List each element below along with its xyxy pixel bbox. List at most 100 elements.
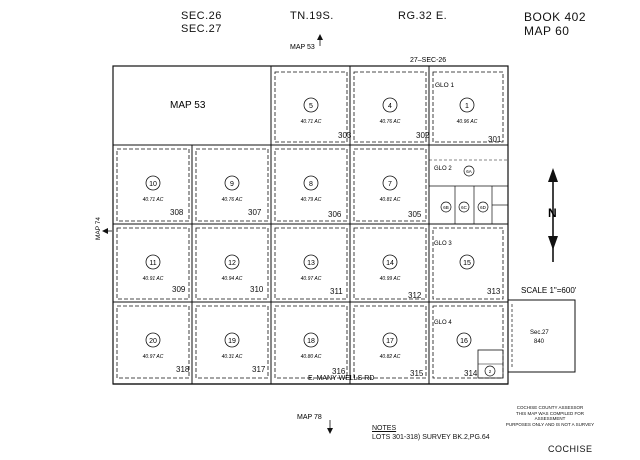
glo-1-label: GLO 1 <box>435 82 455 89</box>
left-block-label[interactable]: MAP 53 <box>170 100 206 111</box>
arrow-down-icon <box>327 428 333 434</box>
small-parcel-number: 6A <box>466 169 472 174</box>
parcel-acreage: 40.80 AC <box>301 354 322 360</box>
parcel-number: 16 <box>460 338 468 345</box>
assessor-line: THIS MAP WAS COMPILED FOR ASSESSMENT <box>515 410 584 422</box>
assessor-line: PURPOSES ONLY AND IS NOT A SURVEY <box>505 421 595 427</box>
notes-title: NOTES <box>372 425 397 432</box>
small-parcel-marker[interactable] <box>463 165 475 177</box>
lot-number: 317 <box>252 365 266 374</box>
notes-block: NOTES LOTS 301-318) SURVEY BK.2,PG.64 <box>372 424 490 442</box>
parcel-acreage: 40.76 AC <box>222 197 243 203</box>
section-27-label: Sec.27 <box>530 330 549 336</box>
range-label: RG.32 E. <box>398 10 448 22</box>
parcel-marker[interactable] <box>303 97 319 113</box>
parcel-marker[interactable] <box>145 254 161 270</box>
small-parcel-marker[interactable] <box>458 201 470 213</box>
small-parcel-number: 6B <box>443 205 449 210</box>
book-label: BOOK 402 <box>524 10 587 24</box>
parcel-number: 11 <box>149 260 156 267</box>
parcel-marker[interactable] <box>224 175 240 191</box>
lot-number: 315 <box>410 369 424 378</box>
section-corner-label: 27–SEC-26 <box>410 57 446 64</box>
glo-4-label: GLO 4 <box>434 320 452 326</box>
parcel-acreage: 40.81 AC <box>380 197 401 203</box>
notes-line: LOTS 301-318) SURVEY BK.2,PG.64 <box>372 434 490 441</box>
parcel-number: 15 <box>463 260 471 267</box>
small-parcel-marker[interactable] <box>477 201 489 213</box>
parcel-marker[interactable] <box>382 175 398 191</box>
parcel-acreage: 40.97 AC <box>143 354 164 360</box>
parcel-acreage: 40.97 AC <box>301 276 322 282</box>
lot-number: 308 <box>170 208 184 217</box>
small-parcel-marker[interactable] <box>484 365 496 377</box>
map-ref-left[interactable]: MAP 74 <box>95 217 102 240</box>
parcel-number: 5 <box>309 103 313 110</box>
lot-number: 316 <box>332 367 346 376</box>
parcel-marker[interactable] <box>303 254 319 270</box>
parcel-number: 8 <box>309 181 313 188</box>
assessor-line: COCHISE COUNTY ASSESSOR <box>516 405 584 410</box>
parcel-acreage: 40.99 AC <box>380 276 401 282</box>
map-ref-bottom[interactable]: MAP 78 <box>297 414 322 421</box>
parcel-number: 7 <box>388 181 392 188</box>
parcel-acreage: 40.71 AC <box>301 119 322 125</box>
parcel-marker[interactable] <box>382 97 398 113</box>
arrow-left-icon <box>102 228 108 234</box>
parcel-marker[interactable] <box>303 175 319 191</box>
section-27-value: 840 <box>534 339 545 345</box>
small-parcel-number: 6D <box>480 205 487 210</box>
parcel-number: 12 <box>228 260 236 267</box>
parcel-marker[interactable] <box>224 254 240 270</box>
lot-number: 303 <box>338 131 352 140</box>
lot-number: 318 <box>176 365 190 374</box>
parcel-acreage: 40.76 AC <box>380 119 401 125</box>
section-27-boundary <box>508 299 576 373</box>
parcel-acreage: 40.82 AC <box>380 354 401 360</box>
map-number-label: MAP 60 <box>524 24 570 38</box>
parcel-marker[interactable] <box>456 332 472 348</box>
parcel-acreage: 40.96 AC <box>457 119 478 125</box>
parcel-acreage: 40.71 AC <box>143 197 164 203</box>
parcel-number: 1 <box>465 103 469 110</box>
lot-number: 310 <box>250 285 264 294</box>
section-label-bottom: SEC.27 <box>181 23 222 35</box>
parcel-acreage: 40.31 AC <box>222 354 243 360</box>
lot-number: 306 <box>328 210 342 219</box>
north-label: N <box>548 206 557 220</box>
parcel-number: 20 <box>149 338 157 345</box>
lot-number: 312 <box>408 291 422 300</box>
small-parcel-marker[interactable] <box>440 201 452 213</box>
small-parcel-number: 6C <box>461 205 468 210</box>
lot-number: 313 <box>487 287 501 296</box>
lot-number: 302 <box>416 131 430 140</box>
parcel-marker[interactable] <box>303 332 319 348</box>
map-ref-top[interactable]: MAP 53 <box>290 44 315 51</box>
parcel-acreage: 40.91 AC <box>143 276 164 282</box>
parcel-marker[interactable] <box>145 175 161 191</box>
section-label-top: SEC.26 <box>181 10 222 22</box>
road-label: E. MANY WELLS RD <box>308 375 374 382</box>
tract-boundary <box>112 65 509 385</box>
parcel-number: 4 <box>388 103 392 110</box>
parcel-number: 19 <box>228 338 236 345</box>
parcel-marker[interactable] <box>224 332 240 348</box>
parcel-marker[interactable] <box>459 254 475 270</box>
north-arrow-icon <box>548 168 558 182</box>
parcel-number: 13 <box>307 260 315 267</box>
assessor-stamp: COCHISE COUNTY ASSESSOR THIS MAP WAS COM… <box>505 405 595 427</box>
lot-number: 307 <box>248 208 262 217</box>
parcel-marker[interactable] <box>459 97 475 113</box>
parcel-number: 10 <box>149 181 157 188</box>
parcel-number: 18 <box>307 338 315 345</box>
glo-2-label: GLO 2 <box>434 166 452 172</box>
parcel-marker[interactable] <box>382 254 398 270</box>
parcel-acreage: 40.94 AC <box>222 276 243 282</box>
parcel-marker[interactable] <box>145 332 161 348</box>
parcel-marker[interactable] <box>382 332 398 348</box>
lot-number: 311 <box>330 287 343 296</box>
arrow-up-icon <box>317 34 323 40</box>
lot-number: 309 <box>172 285 186 294</box>
county-label: COCHISE <box>548 444 593 454</box>
lot-number: 301 <box>488 135 502 144</box>
